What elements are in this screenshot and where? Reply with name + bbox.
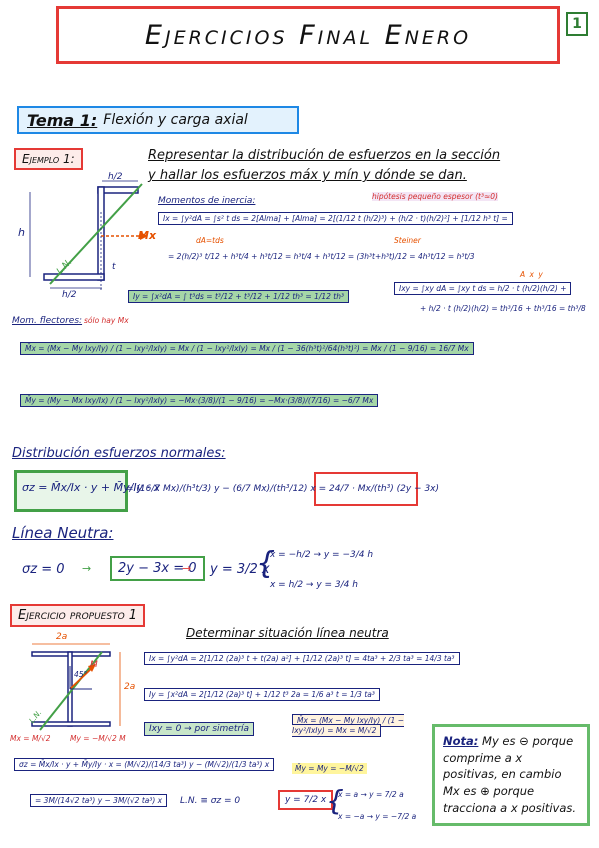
mx-bar-calc: M̄x = (Mx − My Ixy/Iy) / (1 − Ixy²/IxIy)… — [20, 342, 474, 355]
propuesto-label: Ejercicio propuesto 1 — [10, 604, 146, 627]
prop-mx-bar: M̄x = (Mx − My Ixy/Iy) / (1 − Ixy²/IxIy)… — [292, 714, 426, 737]
ejemplo-label: Ejemplo 1: — [14, 148, 83, 170]
note-box: Nota: My es ⊖ porque comprime a x positi… — [432, 724, 590, 826]
moments-label: Momentos de inercia: — [158, 196, 256, 206]
m-arrowhead — [88, 664, 96, 672]
prop-brace: { — [326, 784, 344, 817]
mx-arrowhead — [140, 232, 148, 240]
prop-ln-result: y = 7/2 x — [278, 790, 334, 810]
sigma-result-box — [314, 472, 418, 506]
ln-brace: { — [256, 546, 276, 581]
sigma-formula: σz = M̄x/Ix · y + M̄y/Iy · x — [22, 481, 161, 494]
ejemplo-statement-1: Representar la distribución de esfuerzos… — [148, 148, 501, 163]
prop-iy-text: Iy = ∫x²dA = 2[1/12 (2a)³ t] + 1/12 t³ 2… — [144, 688, 380, 701]
hom-note: sólo hay Mx — [84, 316, 129, 325]
prop-sigma-calc: σz = M̄x/Ix · y + M̄y/Iy · x = (M/√2)/(1… — [14, 758, 284, 771]
prop-ix-text: Ix = ∫y²dA = 2[1/12 (2a)³ t + t(2a) a²] … — [144, 652, 460, 665]
fig2-top-label: 2a — [56, 632, 68, 642]
prop-ix-calc: Ix = ∫y²dA = 2[1/12 (2a)³ t + t(2a) a²] … — [144, 652, 460, 665]
ixy-calc-line1: Ixy = ∫xy dA = ∫xy t ds = h/2 · t (h/2)(… — [394, 282, 572, 295]
fig1-h2-top-label: h/2 — [108, 172, 123, 182]
tema-header: Tema 1: Flexión y carga axial — [17, 106, 299, 134]
fig1-h2-bottom-label: h/2 — [62, 290, 77, 300]
ln-arrow-1: → — [82, 562, 92, 575]
ixy-label-y: y — [538, 270, 543, 279]
neutral-line-2 — [39, 651, 103, 731]
fig1-t-label: t — [112, 262, 116, 272]
prop-mx-bar-text: M̄x = (Mx − My Ixy/Iy) / (1 − Ixy²/IxIy)… — [292, 714, 404, 737]
ixy-calc-text: Ixy = ∫xy dA = ∫xy t ds = h/2 · t (h/2)(… — [394, 282, 572, 295]
hom-label: Mom. flectores: — [12, 316, 83, 326]
note-label: Nota: — [443, 734, 479, 748]
ln-eq3: y = 3/2 x — [210, 562, 270, 577]
iy-calc: Iy = ∫x²dA = ∫ t³ds = t³/12 + t³/12 + 1/… — [128, 290, 350, 303]
ix-calc-line2: = 2(h/2)³ t/12 + h³t/4 + h³t/12 = h³t/4 … — [168, 252, 475, 261]
fig1-mx-label: Mx — [138, 229, 157, 242]
prop-ln-case2: x = −a → y = −7/2 a — [338, 812, 417, 821]
hypothesis-note: hipótesis pequeño espesor (t³≈0) — [372, 192, 498, 201]
ln-eq2: 2y − 3x = 0 — [110, 556, 205, 581]
tema-label: Tema 1: — [27, 110, 98, 130]
prop-sigma-calc-2: = 3M/(14√2 ta³) y − 3M/(√2 ta³) x — [30, 794, 168, 807]
iy-calc-text: Iy = ∫x²dA = ∫ t³ds = t³/12 + t³/12 + 1/… — [128, 290, 350, 303]
sigma-formula-box — [14, 470, 128, 512]
fig2-angle-label: 45° — [74, 670, 88, 679]
propuesto-subtitle: Determinar situación línea neutra — [186, 626, 389, 640]
mx-bar-text: M̄x = (Mx − My Ixy/Iy) / (1 − Ixy²/IxIy)… — [20, 342, 474, 355]
linea-label: Línea Neutra: — [12, 524, 114, 542]
page-title: Ejercicios Final Enero — [56, 6, 560, 64]
prop-sigma-text-2: = 3M/(14√2 ta³) y − 3M/(√2 ta³) x — [30, 794, 168, 807]
prop-ln-case1: x = a → y = 7/2 a — [338, 790, 404, 799]
bottom-flange-2 — [31, 721, 111, 727]
neutral-line — [49, 183, 143, 285]
fig1-h-label: h — [18, 226, 25, 239]
fig2-m-label: M — [90, 660, 98, 670]
da-note: dA=tds — [196, 236, 224, 245]
my-bar-calc: M̄y = (My − Mx Ixy/Ix) / (1 − Ixy²/IxIy)… — [20, 394, 379, 407]
page-number: 1 — [566, 12, 588, 36]
dist-label: Distribución esfuerzos normales: — [12, 446, 226, 461]
steiner-note: Steiner — [394, 236, 421, 245]
ln-case1: x = −h/2 → y = −3/4 h — [270, 550, 374, 560]
i-section-figure — [31, 643, 121, 731]
ejemplo-statement-2: y hallar los esfuerzos máx y mín y dónde… — [148, 168, 467, 183]
ixy-label-a: A — [520, 270, 526, 279]
ln-arrow-2: → — [182, 562, 192, 575]
ln-case2: x = h/2 → y = 3/4 h — [270, 580, 358, 590]
my-bar-text: M̄y = (My − Mx Ixy/Ix) / (1 − Ixy²/IxIy)… — [20, 394, 379, 407]
prop-ixy-calc: Ixy = 0 → por simetría — [144, 722, 255, 736]
z-section-figure — [29, 180, 148, 290]
ixy-label-x: x — [529, 270, 534, 279]
tema-topic: Flexión y carga axial — [103, 112, 248, 128]
ixy-calc-line2: + h/2 · t (h/2)(h/2) = th³/16 + th³/16 =… — [420, 304, 586, 313]
prop-iy-calc: Iy = ∫x²dA = 2[1/12 (2a)³ t] + 1/12 t³ 2… — [144, 688, 380, 701]
fig2-my-label: My = −M/√2 M — [70, 734, 126, 743]
ln-eq1: σz = 0 — [22, 562, 65, 577]
sigma-result: = (16/7 Mx)/(h³t/3) y − (6/7 Mx)/(th³/12… — [126, 484, 440, 494]
note-text: My es ⊖ porque comprime a x positivas, e… — [443, 734, 577, 815]
prop-sigma-text: σz = M̄x/Ix · y + M̄y/Iy · x = (M/√2)/(1… — [14, 758, 275, 771]
ix-calc-line1: Ix = ∫y²dA = ∫s² t ds = 2[Alma] + [Alma]… — [158, 212, 590, 225]
fig2-mx-label: Mx = M/√2 — [10, 734, 51, 743]
bottom-flange — [43, 273, 105, 281]
prop-my-bar-text: M̄y = My = −M/√2 — [292, 763, 367, 774]
prop-ixy-text: Ixy = 0 → por simetría — [144, 722, 255, 736]
m-arrow — [69, 667, 93, 690]
prop-ln-calc: L.N. ≡ σz = 0 — [180, 796, 241, 806]
fig2-side-label: 2a — [124, 682, 136, 692]
ix-calc-text: Ix = ∫y²dA = ∫s² t ds = 2[Alma] + [Alma]… — [158, 212, 513, 225]
prop-my-bar: M̄y = My = −M/√2 — [292, 763, 367, 774]
ixy-labels: A x y — [520, 270, 543, 279]
